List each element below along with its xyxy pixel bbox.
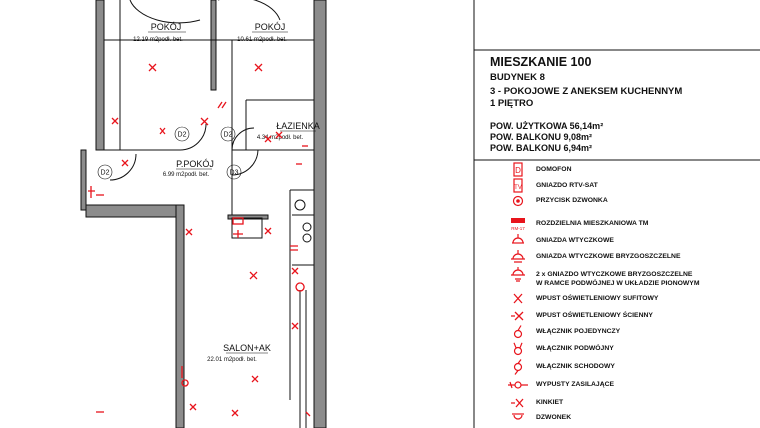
apartment-type: 3 - POKOJOWE Z ANEKSEM KUCHENNYM bbox=[490, 86, 683, 97]
legend-item-stair-switch: WŁĄCZNIK SCHODOWY bbox=[474, 359, 760, 375]
legend-item-intercom: D DOMOFON bbox=[474, 162, 760, 178]
legend-item-power-outlet: WYPUSTY ZASILAJĄCE bbox=[474, 377, 760, 393]
legend-item-tv: TV GNIAZDO RTV-SAT bbox=[474, 178, 760, 194]
bell-icon bbox=[512, 413, 524, 420]
legend-label: GNIAZDA WTYCZKOWE bbox=[536, 237, 614, 244]
legend-label: WŁĄCZNIK SCHODOWY bbox=[536, 363, 615, 370]
wall-light-icon bbox=[511, 311, 524, 321]
building-label: BUDYNEK 8 bbox=[490, 72, 545, 83]
room-area: 6.99 m2podł. bet. bbox=[163, 172, 210, 178]
legend-label-line2: W RAMCE PODWÓJNEJ W UKŁADZIE PIONOWYM bbox=[536, 280, 700, 287]
floor-label: 1 PIĘTRO bbox=[490, 98, 534, 109]
room-labels: POKÓJ 12.19 m2podł. bet. POKÓJ 10.61 m2p… bbox=[133, 22, 320, 363]
legend-label: GNIAZDO RTV-SAT bbox=[536, 182, 598, 189]
apartment-title: MIESZKANIE 100 bbox=[490, 55, 592, 69]
electrical-symbols bbox=[88, 63, 311, 417]
legend-label: KINKIET bbox=[536, 399, 564, 406]
room-name: P.POKÓJ bbox=[176, 159, 214, 169]
legend-label: WYPUSTY ZASILAJĄCE bbox=[536, 381, 615, 388]
legend-label: DOMOFON bbox=[536, 166, 572, 173]
svg-text:TV: TV bbox=[514, 185, 522, 191]
legend-item-single-switch: WŁĄCZNIK POJEDYNCZY bbox=[474, 324, 760, 340]
room-name: POKÓJ bbox=[255, 22, 286, 32]
door-tag: D2 bbox=[178, 132, 187, 139]
balcony-area-2: POW. BALKONU 6,94m² bbox=[490, 143, 593, 153]
room-name: ŁAZIENKA bbox=[276, 121, 320, 131]
legend-item-double-switch: WŁĄCZNIK PODWÓJNY bbox=[474, 341, 760, 357]
sconce-icon bbox=[511, 398, 524, 408]
room-area: 4.34 m2podł. bet. bbox=[257, 135, 304, 141]
legend-label: 2 x GNIAZDO WTYCZKOWE BRYZGOSZCZELNE W RA… bbox=[536, 270, 700, 288]
legend-item-sconce: KINKIET bbox=[474, 395, 760, 411]
svg-text:D: D bbox=[515, 166, 521, 175]
distribution-board-icon: RM-17 bbox=[511, 218, 525, 231]
doorbell-button-icon bbox=[512, 195, 524, 207]
legend-item-bell: DZWONEK bbox=[474, 410, 760, 426]
legend-label: WPUST OŚWIETLENIOWY ŚCIENNY bbox=[536, 312, 653, 319]
room-name: POKÓJ bbox=[151, 22, 182, 32]
power-outlet-icon bbox=[508, 381, 528, 389]
legend-item-distribution-board: RM-17 ROZDZIELNIA MIESZKANIOWA TM bbox=[474, 216, 760, 232]
ceiling-light-icon bbox=[513, 293, 523, 304]
stair-switch-icon bbox=[513, 359, 523, 375]
legend-label: ROZDZIELNIA MIESZKANIOWA TM bbox=[536, 220, 649, 227]
double-socket-icon bbox=[511, 267, 525, 282]
door-tag: D2 bbox=[224, 132, 233, 139]
room-area: 10.61 m2podł. bet. bbox=[237, 37, 287, 43]
legend-label: GNIAZDA WTYCZKOWE BRYZGOSZCZELNE bbox=[536, 253, 681, 260]
socket-icon bbox=[512, 234, 524, 244]
legend-label: PRZYCISK DZWONKA bbox=[536, 197, 608, 204]
door-tag: D2 bbox=[101, 170, 110, 177]
legend-label: WŁĄCZNIK POJEDYNCZY bbox=[536, 328, 621, 335]
door-tags: D2 D2 D3 D2 bbox=[97, 126, 242, 180]
room-name: SALON+AK bbox=[223, 343, 271, 353]
legend-item-doorbell-button: PRZYCISK DZWONKA bbox=[474, 193, 760, 209]
usable-area: POW. UŻYTKOWA 56,14m² bbox=[490, 121, 604, 131]
intercom-icon: D bbox=[513, 162, 523, 177]
legend-label-line1: 2 x GNIAZDO WTYCZKOWE BRYZGOSZCZELNE bbox=[536, 271, 693, 278]
single-switch-icon bbox=[513, 325, 523, 339]
door-tag: D3 bbox=[230, 170, 239, 177]
double-switch-icon bbox=[513, 342, 523, 356]
legend-label: DZWONEK bbox=[536, 414, 572, 421]
legend-sublabel: RM-17 bbox=[511, 226, 525, 231]
splashproof-socket-icon bbox=[511, 250, 525, 263]
legend-item-socket: GNIAZDA WTYCZKOWE bbox=[474, 233, 760, 249]
legend-item-double-socket: 2 x GNIAZDO WTYCZKOWE BRYZGOSZCZELNE W RA… bbox=[474, 267, 760, 289]
legend-panel: MIESZKANIE 100 BUDYNEK 8 3 - POKOJOWE Z … bbox=[474, 50, 760, 428]
panel-frame bbox=[473, 0, 760, 428]
balcony-area-1: POW. BALKONU 9,08m² bbox=[490, 132, 593, 142]
legend-label: WŁĄCZNIK PODWÓJNY bbox=[536, 345, 614, 352]
legend-item-splashproof-socket: GNIAZDA WTYCZKOWE BRYZGOSZCZELNE bbox=[474, 249, 760, 265]
walls bbox=[80, 0, 327, 428]
room-area: 22.01 m2podł. bet. bbox=[207, 357, 257, 363]
tv-socket-icon: TV bbox=[513, 178, 523, 193]
interior-lines bbox=[104, 0, 314, 428]
room-area: 12.19 m2podł. bet. bbox=[133, 37, 183, 43]
legend-item-ceiling-light: WPUST OŚWIETLENIOWY SUFITOWY bbox=[474, 291, 760, 307]
legend-item-wall-light: WPUST OŚWIETLENIOWY ŚCIENNY bbox=[474, 308, 760, 324]
legend-label: WPUST OŚWIETLENIOWY SUFITOWY bbox=[536, 295, 659, 302]
